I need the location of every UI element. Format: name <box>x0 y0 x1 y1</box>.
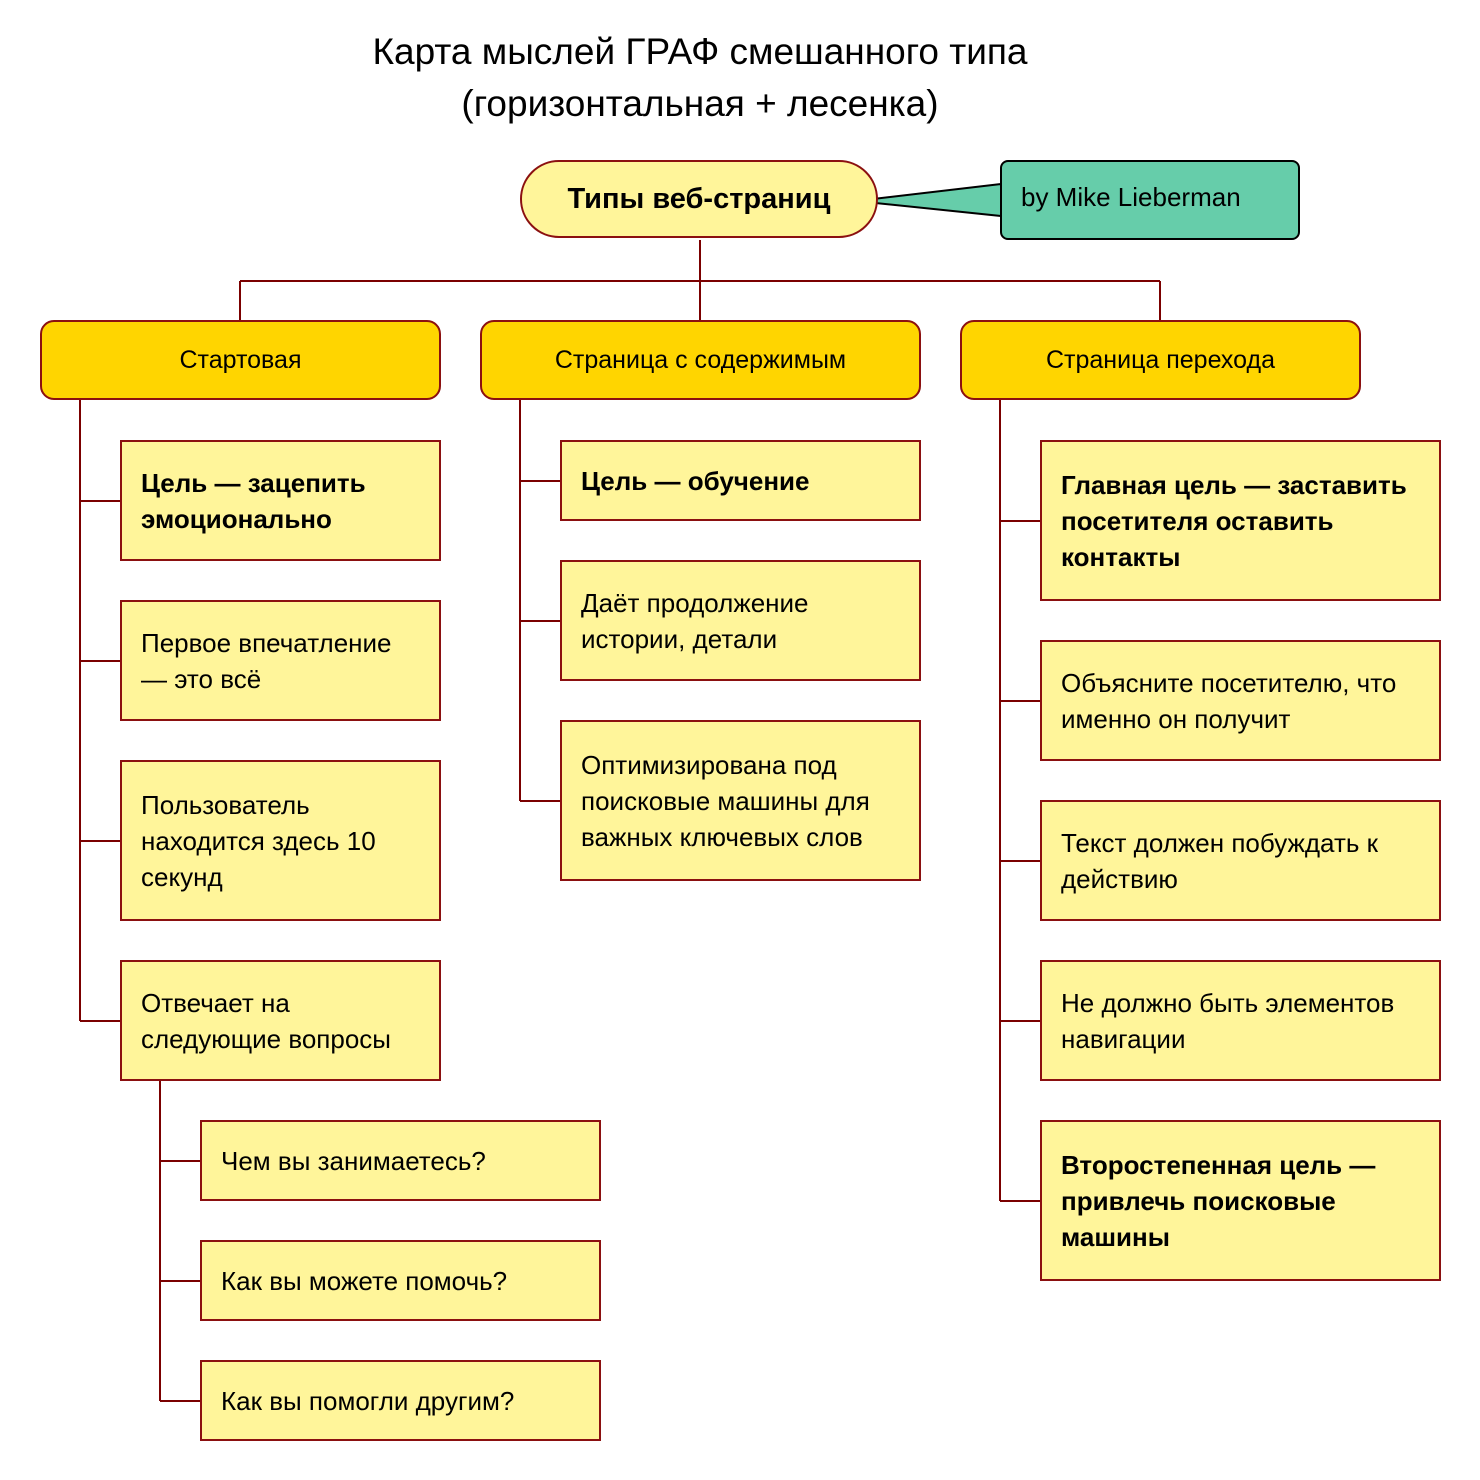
question-item-what: Чем вы занимаетесь? <box>200 1120 601 1201</box>
start-item-goal-text: Цель — зацепить эмоционально <box>141 467 366 534</box>
start-item-ten-seconds-text: Пользователь находится здесь 10 секунд <box>141 789 376 892</box>
question-item-help-text: Как вы можете помочь? <box>221 1265 508 1296</box>
landing-item-no-navigation-text: Не должно быть элементов навигации <box>1061 987 1395 1054</box>
landing-item-main-goal: Главная цель — заставить посетителя оста… <box>1040 440 1441 601</box>
start-item-goal: Цель — зацепить эмоционально <box>120 440 441 561</box>
landing-item-explain-text: Объясните посетителю, что именно он полу… <box>1061 667 1397 734</box>
question-item-helped-text: Как вы помогли другим? <box>221 1385 515 1416</box>
landing-item-call-to-action-text: Текст должен побуждать к действию <box>1061 827 1379 894</box>
root-node: Типы веб-страниц <box>520 160 878 238</box>
category-start-label: Стартовая <box>179 345 302 374</box>
start-item-questions: Отвечает на следующие вопросы <box>120 960 441 1081</box>
landing-item-explain: Объясните посетителю, что именно он полу… <box>1040 640 1441 761</box>
question-item-help: Как вы можете помочь? <box>200 1240 601 1321</box>
landing-item-call-to-action: Текст должен побуждать к действию <box>1040 800 1441 921</box>
category-landing: Страница перехода <box>960 320 1361 400</box>
start-item-questions-text: Отвечает на следующие вопросы <box>141 987 391 1054</box>
title-line-2: (горизонтальная + лесенка) <box>461 83 939 124</box>
root-label: Типы веб-страниц <box>567 182 831 215</box>
content-item-goal-text: Цель — обучение <box>581 465 810 496</box>
landing-item-secondary-goal-text: Второстепенная цель — привлечь поисковые… <box>1061 1149 1376 1252</box>
content-item-seo: Оптимизирована под поисковые машины для … <box>560 720 921 881</box>
question-item-helped: Как вы помогли другим? <box>200 1360 601 1441</box>
title-line-1: Карта мыслей ГРАФ смешанного типа <box>372 31 1028 72</box>
category-content-label: Страница с содержимым <box>554 345 847 374</box>
author-text: by Mike Lieberman <box>1021 182 1241 212</box>
question-item-what-text: Чем вы занимаетесь? <box>221 1145 486 1176</box>
start-item-first-impression-text: Первое впечатление — это всё <box>141 627 392 694</box>
landing-item-main-goal-text: Главная цель — заставить посетителя оста… <box>1061 469 1407 572</box>
start-item-first-impression: Первое впечатление — это всё <box>120 600 441 721</box>
landing-item-secondary-goal: Второстепенная цель — привлечь поисковые… <box>1040 1120 1441 1281</box>
diagram-title: Карта мыслей ГРАФ смешанного типа (гориз… <box>0 26 1400 130</box>
category-content: Страница с содержимым <box>480 320 921 400</box>
landing-item-no-navigation: Не должно быть элементов навигации <box>1040 960 1441 1081</box>
start-item-ten-seconds: Пользователь находится здесь 10 секунд <box>120 760 441 921</box>
content-item-goal: Цель — обучение <box>560 440 921 521</box>
category-start: Стартовая <box>40 320 441 400</box>
category-landing-label: Страница перехода <box>1045 345 1276 374</box>
author-callout: by Mike Lieberman <box>1000 160 1300 240</box>
content-item-details-text: Даёт продолжение истории, детали <box>581 587 809 654</box>
content-item-seo-text: Оптимизирована под поисковые машины для … <box>581 749 870 852</box>
content-item-details: Даёт продолжение истории, детали <box>560 560 921 681</box>
